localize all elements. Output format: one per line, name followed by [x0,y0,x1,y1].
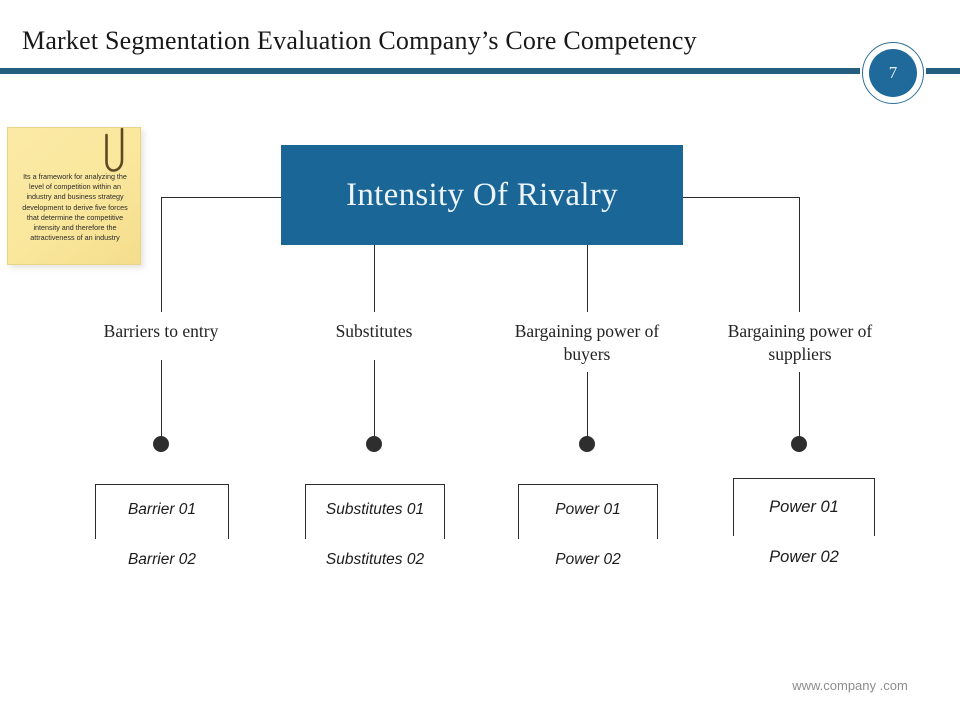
item-box-branch-1 [95,484,229,539]
connector-v-branch-1 [161,197,162,312]
branch-label-4: Bargaining power of suppliers [727,321,873,364]
item-label-3-a: Power 01 [555,501,621,518]
node-dot-branch-4 [791,436,807,452]
connector-stem-branch-1 [161,360,162,438]
item-box-branch-4 [733,478,875,536]
paperclip-icon [105,127,124,172]
connector-stem-branch-2 [374,360,375,438]
header-rule-right [926,68,960,74]
item-box-branch-3 [518,484,658,539]
branch-label-2: Substitutes [335,321,413,341]
connector-h-branch-4 [683,197,800,198]
node-dot-branch-1 [153,436,169,452]
root-node-label: Intensity Of Rivalry [346,176,618,213]
footer-website: www.company .com [792,678,908,693]
item-label-1-b: Barrier 02 [127,551,197,568]
branch-label-3: Bargaining power of buyers [514,321,660,364]
item-label-4-b: Power 02 [769,548,839,566]
item-label-2-a: Substitutes 01 [325,501,425,518]
item-box-branch-2 [305,484,445,539]
connector-stem-branch-3 [587,372,588,438]
node-dot-branch-2 [366,436,382,452]
connector-v-branch-4 [799,197,800,312]
node-dot-branch-3 [579,436,595,452]
item-label-2-b: Substitutes 02 [325,551,425,568]
item-label-4-a: Power 01 [769,498,839,516]
sticky-note-text: Its a framework for analyzing the level … [22,172,128,243]
connector-v-branch-3 [587,245,588,312]
page-title: Market Segmentation Evaluation Company’s… [22,26,697,55]
branch-label-1: Barriers to entry [103,321,219,341]
page-number-badge: 7 [869,49,917,97]
root-node-intensity-of-rivalry[interactable]: Intensity Of Rivalry [281,145,683,245]
connector-v-branch-2 [374,245,375,312]
connector-h-branch-1 [161,197,281,198]
header-rule-left [0,68,860,74]
item-label-3-b: Power 02 [555,551,621,568]
sticky-note: Its a framework for analyzing the level … [7,127,141,265]
connector-stem-branch-4 [799,372,800,438]
item-label-1-a: Barrier 01 [127,501,197,518]
